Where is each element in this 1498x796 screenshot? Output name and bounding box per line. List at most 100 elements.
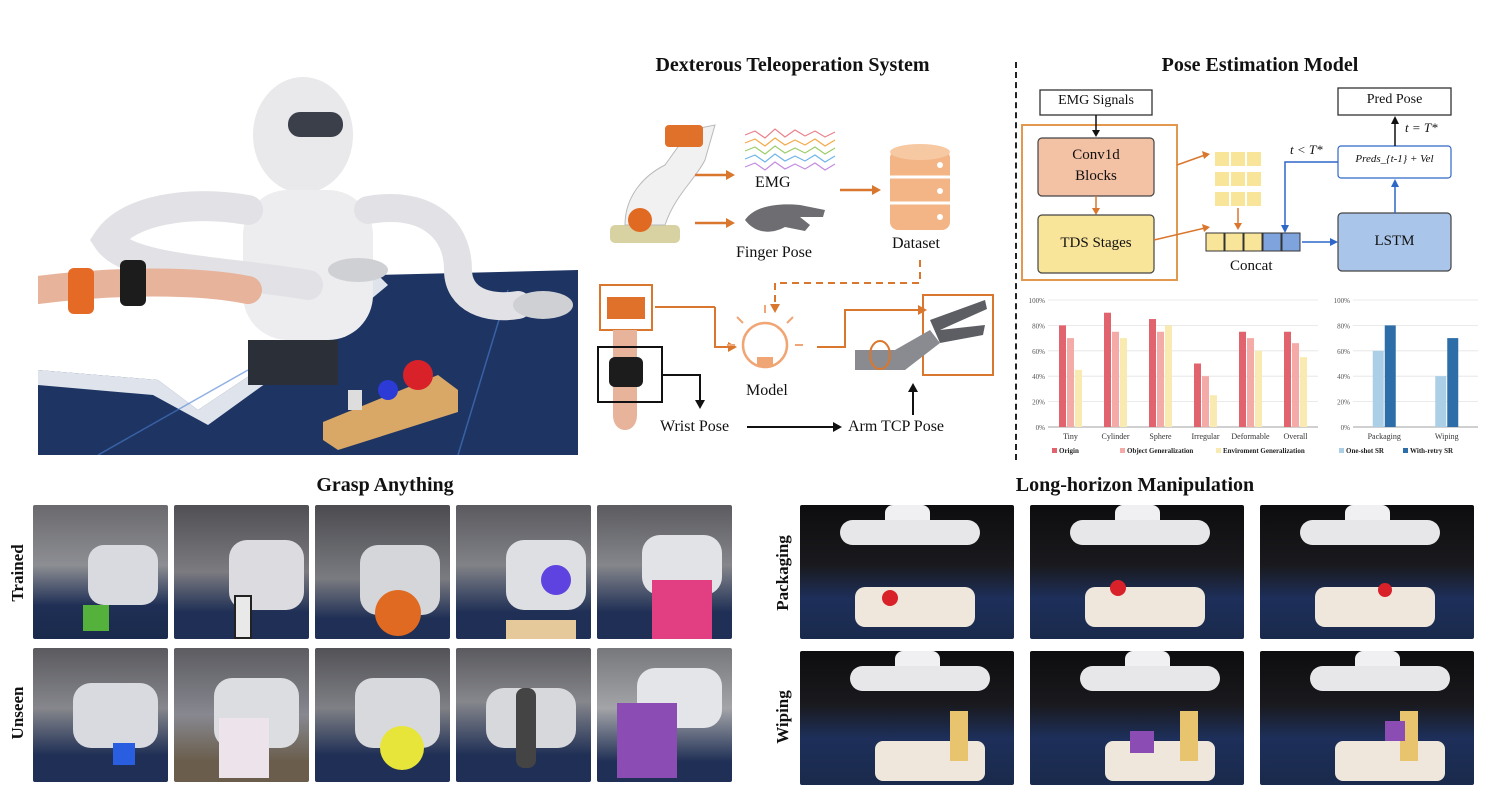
wrist-pose-label: Wrist Pose	[660, 418, 730, 435]
bar	[1157, 331, 1164, 427]
dataset-label: Dataset	[892, 235, 940, 252]
x-tick-label: Sphere	[1149, 432, 1172, 441]
teleop-diagram	[595, 85, 1005, 455]
model-bulb-icon	[727, 305, 803, 369]
y-tick-label: 0%	[1036, 424, 1046, 432]
bar	[1067, 338, 1074, 427]
grasp-unseen-2	[174, 648, 309, 782]
bar	[1202, 376, 1209, 427]
grasp-unseen-1	[33, 648, 168, 782]
stop-condition-label: t = T*	[1405, 120, 1438, 135]
pose-model-diagram	[1020, 80, 1490, 290]
emg-label: EMG	[755, 174, 791, 191]
bar	[1165, 325, 1172, 427]
longhorizon-title: Long-horizon Manipulation	[1015, 474, 1255, 496]
wiping-step-3	[1260, 651, 1474, 785]
legend-label: Enviroment Generalization	[1223, 447, 1305, 455]
legend-label: Origin	[1059, 447, 1079, 455]
emg-signals-label: EMG Signals	[1058, 93, 1134, 108]
bar	[1284, 331, 1291, 427]
y-tick-label: 40%	[1337, 373, 1350, 381]
y-tick-label: 0%	[1341, 424, 1351, 432]
bar	[1059, 325, 1066, 427]
legend-swatch	[1403, 448, 1408, 453]
pose-model-title: Pose Estimation Model	[1161, 54, 1359, 76]
bar	[1372, 350, 1384, 427]
y-tick-label: 80%	[1337, 322, 1350, 330]
wiping-step-1	[800, 651, 1014, 785]
grasp-trained-5	[597, 505, 732, 639]
x-tick-label: Deformable	[1231, 432, 1270, 441]
grasp-trained-1	[33, 505, 168, 639]
model-label: Model	[746, 382, 788, 399]
y-tick-label: 20%	[1337, 399, 1350, 407]
bar	[1384, 325, 1396, 427]
packaging-step-2	[1030, 505, 1244, 639]
wiping-step-2	[1030, 651, 1244, 785]
pred-pose-label: Pred Pose	[1366, 92, 1423, 107]
finger-pose-hand-image	[745, 204, 825, 232]
x-tick-label: Tiny	[1063, 432, 1078, 441]
bar	[1447, 338, 1459, 427]
emg-signal-image	[744, 128, 836, 171]
section-divider	[1015, 62, 1017, 460]
bar	[1120, 338, 1127, 427]
grasp-trained-2	[174, 505, 309, 639]
grasp-unseen-4	[456, 648, 591, 782]
x-tick-label: Packaging	[1368, 432, 1401, 441]
teleop-title: Dexterous Teleoperation System	[655, 54, 930, 76]
packaging-step-3	[1260, 505, 1474, 639]
robot-arm-image	[855, 294, 994, 376]
legend-label: Object Generalization	[1127, 447, 1193, 455]
y-tick-label: 20%	[1032, 399, 1045, 407]
x-tick-label: Cylinder	[1102, 432, 1130, 441]
row-label-trained: Trained	[8, 544, 27, 602]
bar	[1255, 350, 1262, 427]
wrist-band-image	[597, 284, 663, 430]
row-label-wiping: Wiping	[773, 690, 792, 744]
x-tick-label: Overall	[1284, 432, 1309, 441]
y-tick-label: 100%	[1029, 297, 1046, 305]
grasp-unseen-5	[597, 648, 732, 782]
bar	[1149, 319, 1156, 427]
loop-condition-label: t < T*	[1290, 142, 1323, 157]
legend-swatch	[1120, 448, 1125, 453]
bar	[1104, 312, 1111, 427]
bar	[1292, 343, 1299, 427]
lstm-label: LSTM	[1374, 233, 1415, 249]
y-tick-label: 100%	[1334, 297, 1351, 305]
hand-with-ball-image	[610, 124, 716, 243]
feature-grid	[1215, 152, 1261, 206]
legend-swatch	[1052, 448, 1057, 453]
grasp-title: Grasp Anything	[316, 474, 454, 496]
bar	[1435, 376, 1447, 427]
row-label-unseen: Unseen	[8, 686, 27, 740]
y-tick-label: 80%	[1032, 322, 1045, 330]
legend-label: One-shot SR	[1346, 447, 1385, 455]
conv-label-2: Blocks	[1075, 168, 1117, 184]
conv-label-1: Conv1d	[1072, 147, 1120, 163]
bar	[1239, 331, 1246, 427]
x-tick-label: Irregular	[1192, 432, 1220, 441]
bar	[1247, 338, 1254, 427]
dataset-icon	[890, 144, 950, 230]
hero-robot-photo	[38, 40, 578, 455]
concat-label: Concat	[1230, 258, 1273, 274]
grasp-trained-3	[315, 505, 450, 639]
finger-pose-label: Finger Pose	[736, 244, 812, 261]
tds-label: TDS Stages	[1060, 235, 1132, 251]
legend-label: With-retry SR	[1410, 447, 1454, 455]
y-tick-label: 60%	[1337, 348, 1350, 356]
packaging-step-1	[800, 505, 1014, 639]
bar	[1112, 331, 1119, 427]
row-label-packaging: Packaging	[773, 535, 792, 611]
preds-vel-label: Preds_{t-1} + Vel	[1355, 153, 1434, 165]
bar	[1210, 395, 1217, 427]
arm-tcp-pose-label: Arm TCP Pose	[848, 418, 945, 435]
grasp-unseen-3	[315, 648, 450, 782]
bar	[1194, 363, 1201, 427]
y-tick-label: 40%	[1032, 373, 1045, 381]
grasp-trained-4	[456, 505, 591, 639]
